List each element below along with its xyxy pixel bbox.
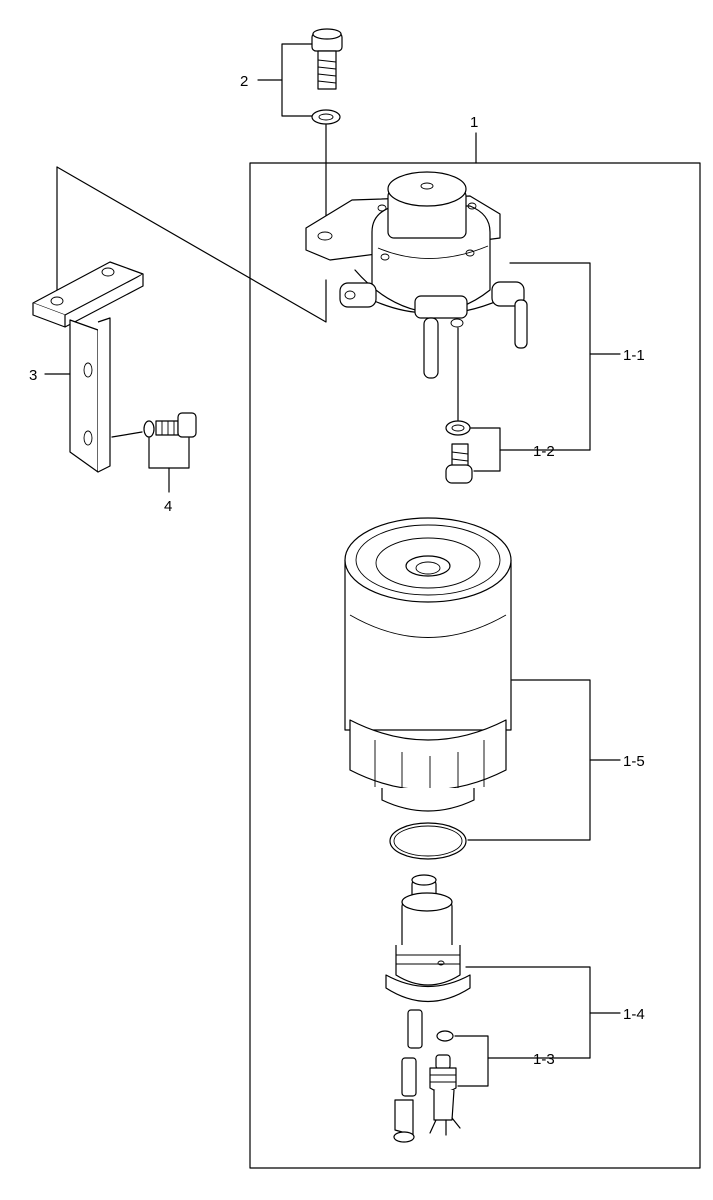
- label-1-1: 1-1: [623, 347, 645, 364]
- water-sensor-item-1-4: [385, 874, 471, 1143]
- washer-item-2: [311, 109, 341, 125]
- o-ring-item-1-5: [389, 822, 467, 860]
- leader-2: [281, 43, 313, 117]
- bolt-item-1-2: [445, 443, 473, 484]
- label-1: 1: [470, 114, 478, 131]
- leader-bracket-head: [56, 166, 327, 323]
- leader-1-4: [465, 966, 591, 1059]
- label-2: 2: [240, 73, 248, 90]
- drain-plug-item-1-3: [429, 1054, 461, 1136]
- bolt-item-2: [311, 28, 343, 90]
- label-1-5: 1-5: [623, 753, 645, 770]
- filter-head-item-1-1: [305, 171, 528, 379]
- label-1-3: 1-3: [533, 1051, 555, 1068]
- assembly-frame: [249, 162, 701, 1169]
- label-1-2: 1-2: [533, 443, 555, 460]
- leader-1-3: [454, 1035, 489, 1087]
- bolt-item-4: [143, 412, 197, 438]
- leader-1-2: [469, 427, 501, 472]
- leader-1-1: [509, 262, 591, 451]
- label-1-4: 1-4: [623, 1006, 645, 1023]
- leader-4: [148, 437, 190, 469]
- bracket-item-3: [32, 261, 144, 473]
- leader-4-shaft: [111, 431, 143, 438]
- label-4: 4: [164, 498, 172, 515]
- label-3: 3: [29, 367, 37, 384]
- filter-cartridge-item-1-5: [344, 517, 512, 812]
- o-ring-item-1-3: [436, 1030, 454, 1042]
- washer-item-1-2: [445, 420, 471, 436]
